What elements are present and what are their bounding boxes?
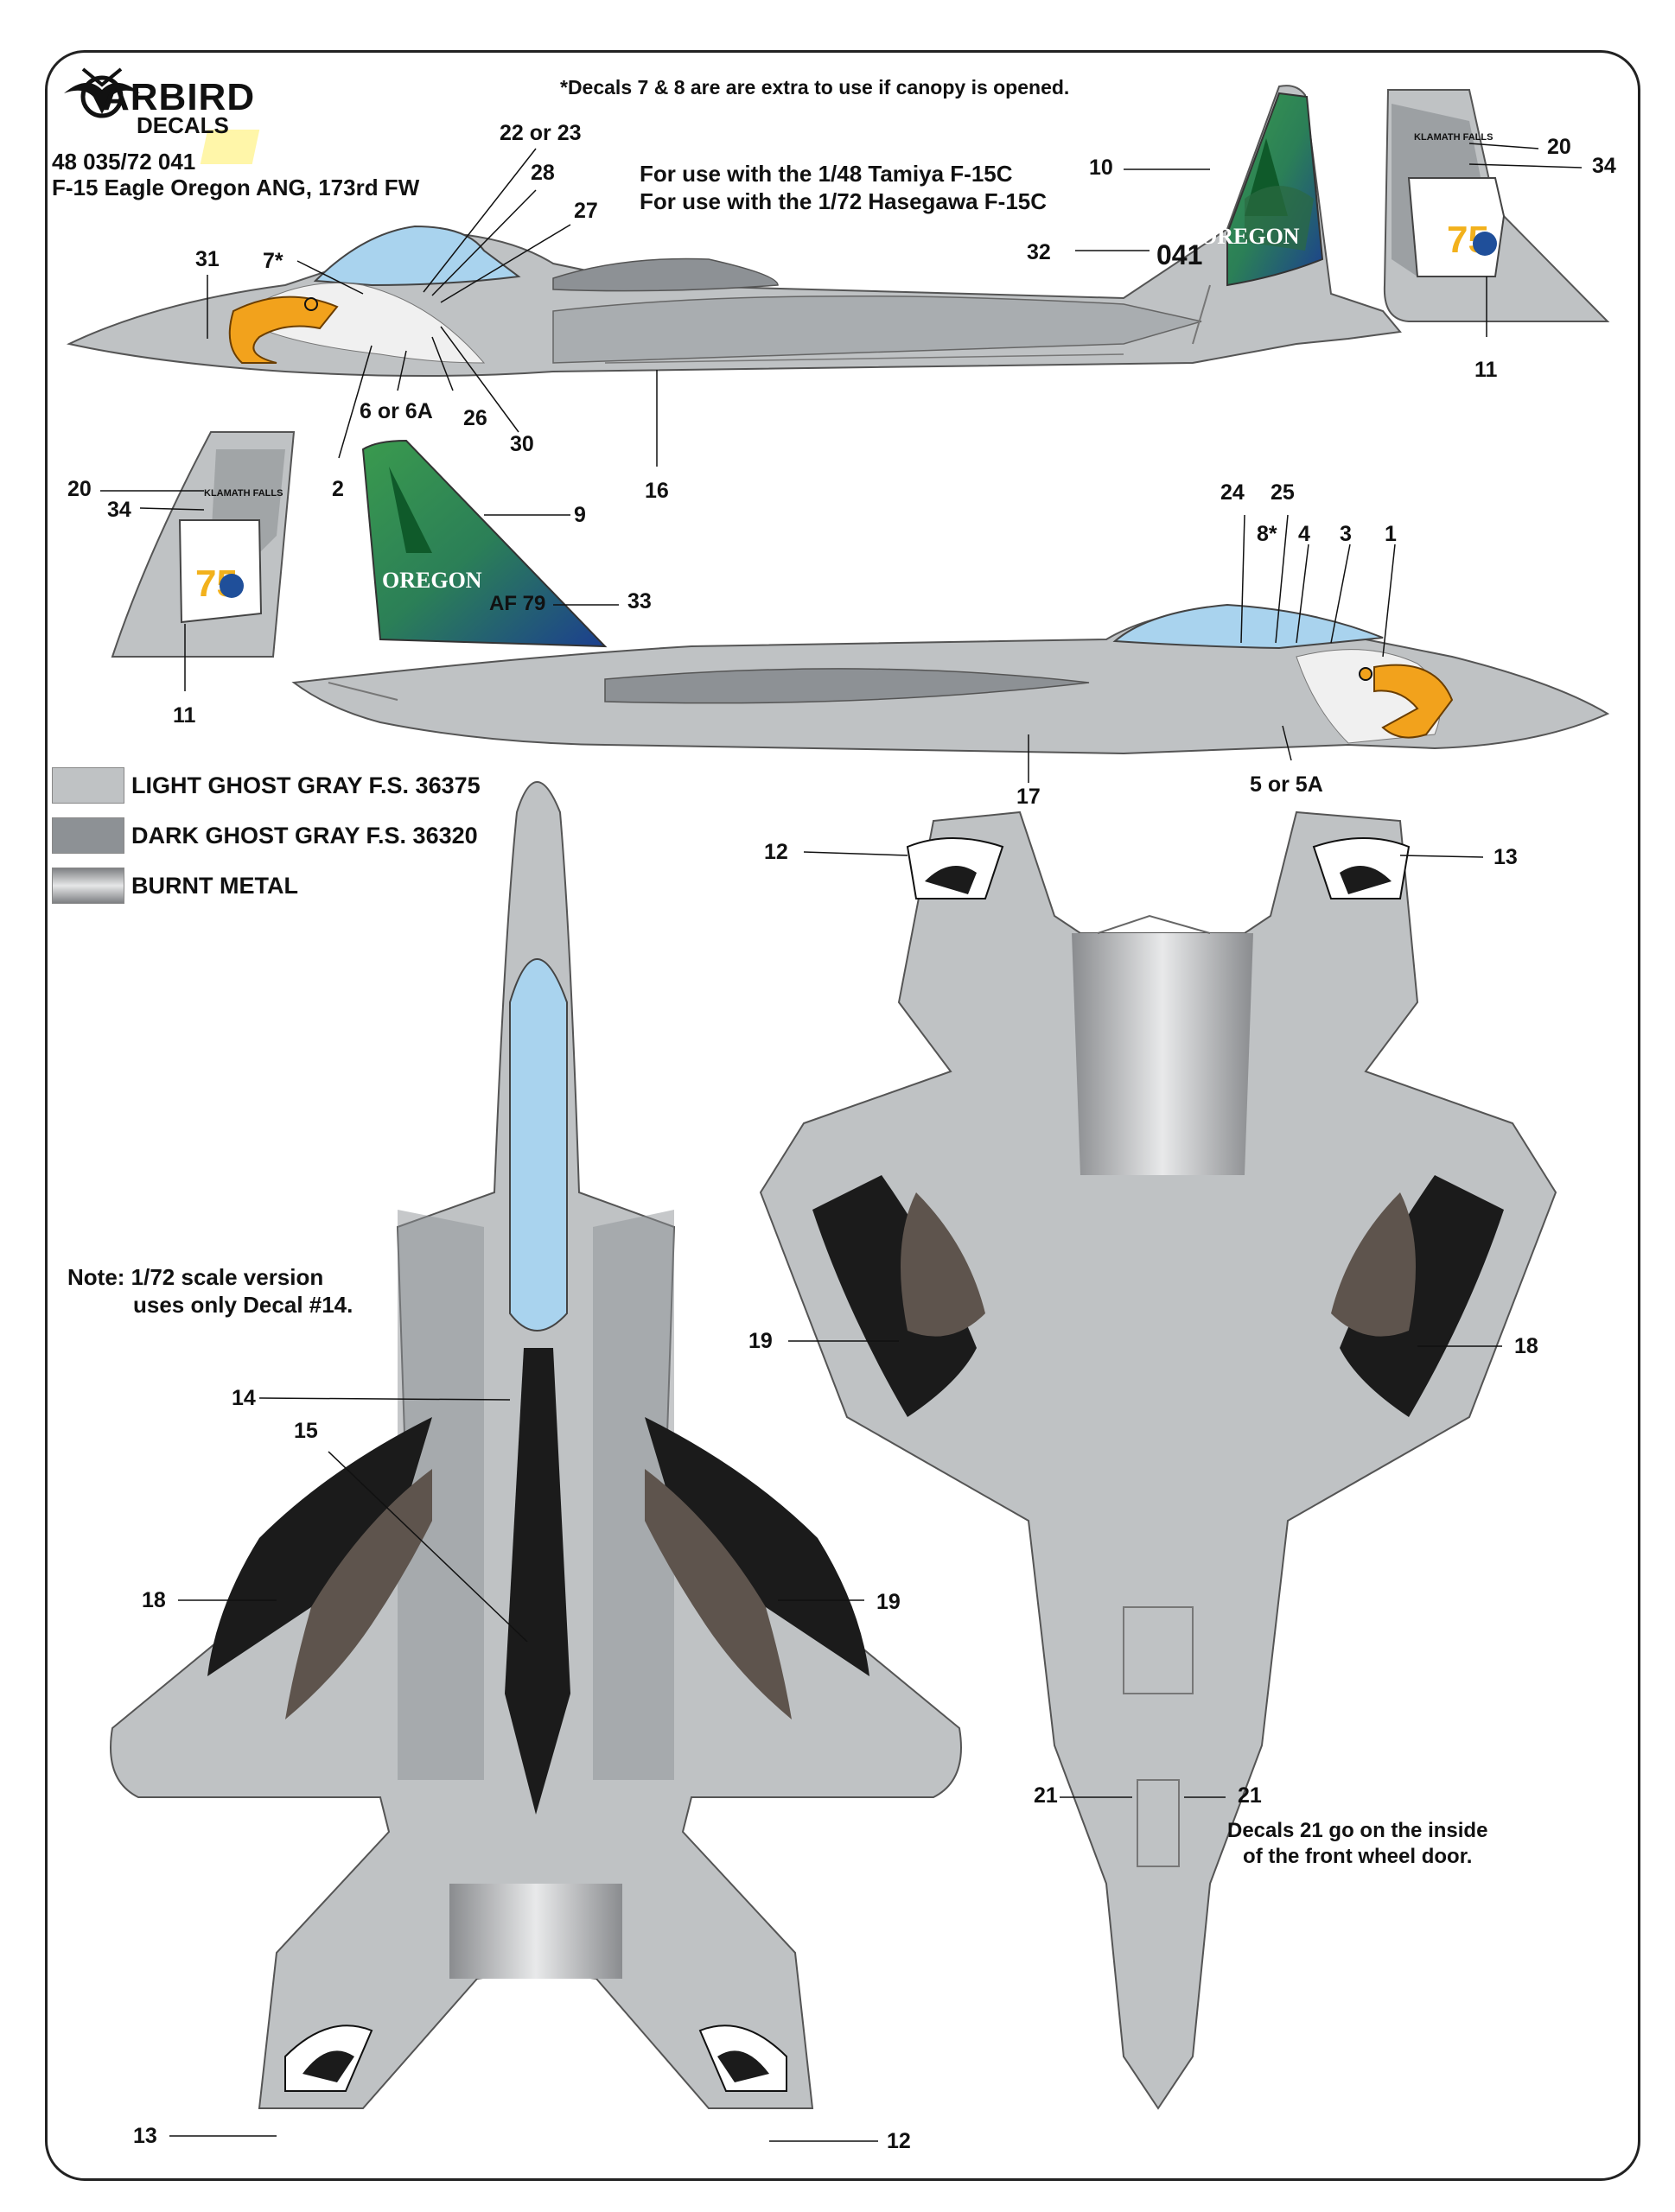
callout-20-left: 20 <box>67 477 92 501</box>
brand-sub: DECALS <box>137 112 229 138</box>
side-view-right-profile <box>291 439 1610 755</box>
use-note-48: For use with the 1/48 Tamiya F-15C <box>640 161 1013 187</box>
callout-24: 24 <box>1220 480 1245 505</box>
callout-22: 22 or 23 <box>500 121 582 145</box>
scale-note-line1: Note: 1/72 scale version <box>67 1264 324 1290</box>
leader-lines <box>100 143 1583 2142</box>
swatch-burnt-metal <box>52 868 124 904</box>
tail-serial-prefix-right: AF 79 <box>489 592 545 615</box>
callout-34-right: 34 <box>1592 154 1616 178</box>
callout-9: 9 <box>574 503 586 527</box>
callout-12-bottom: 12 <box>764 840 788 864</box>
callout-4: 4 <box>1298 522 1310 546</box>
wheel-note: Decals 21 go on the inside of the front … <box>1227 1818 1487 1870</box>
top-view-aircraft <box>110 781 962 2109</box>
callout-19-bottom: 19 <box>748 1329 773 1353</box>
callout-21-left: 21 <box>1034 1783 1058 1808</box>
wheel-note-line2: of the front wheel door. <box>1243 1845 1473 1868</box>
product-codes: 48 035/72 041 <box>52 149 196 175</box>
canopy-note: *Decals 7 & 8 are are extra to use if ca… <box>560 76 1070 99</box>
callout-27: 27 <box>574 199 598 223</box>
use-note-72: For use with the 1/72 Hasegawa F-15C <box>640 188 1048 214</box>
callout-31: 31 <box>195 247 220 271</box>
wheel-note-line1: Decals 21 go on the inside <box>1227 1819 1488 1842</box>
brand-word: ARBIRD <box>102 76 256 118</box>
callout-19-top: 19 <box>876 1590 901 1614</box>
callout-21-right: 21 <box>1238 1783 1262 1808</box>
callout-11-left: 11 <box>173 703 196 728</box>
tail-state-text: OREGON <box>1200 224 1300 249</box>
tail-state-text-right: OREGON <box>382 568 482 593</box>
fin-view-top-right: 75 <box>1383 89 1610 322</box>
callout-32: 32 <box>1027 240 1051 264</box>
legend-label-dark-gray: DARK GHOST GRAY F.S. 36320 <box>131 823 478 849</box>
bottom-view-aircraft <box>759 810 1557 2110</box>
callout-12-top: 12 <box>887 2129 911 2153</box>
scale-note: Note: 1/72 scale version uses only Decal… <box>67 1263 353 1319</box>
swatch-dark-gray <box>52 817 124 854</box>
callout-13-bottom: 13 <box>1493 845 1518 869</box>
legend-label-light-gray: LIGHT GHOST GRAY F.S. 36375 <box>131 772 481 798</box>
fin-view-left: 75 <box>111 431 296 658</box>
callout-16: 16 <box>645 479 669 503</box>
callout-26: 26 <box>463 406 487 430</box>
callout-28: 28 <box>531 161 555 185</box>
callout-18-bottom: 18 <box>1514 1334 1538 1358</box>
tail-serial-text: 041 <box>1156 239 1202 270</box>
callout-30: 30 <box>510 432 534 456</box>
callout-13-top: 13 <box>133 2124 157 2148</box>
sheet-title: F-15 Eagle Oregon ANG, 173rd FW <box>52 175 420 200</box>
callout-3: 3 <box>1340 522 1352 546</box>
swatch-light-gray <box>52 767 124 804</box>
callout-25: 25 <box>1271 480 1295 505</box>
callout-33: 33 <box>627 589 652 613</box>
callout-6: 6 or 6A <box>360 399 433 423</box>
callout-34-left: 34 <box>107 498 131 522</box>
callout-15: 15 <box>294 1419 318 1443</box>
callout-11-right: 11 <box>1474 358 1498 382</box>
fin-city-text-left: KLAMATH FALLS <box>204 488 283 499</box>
scale-note-line2: uses only Decal #14. <box>133 1292 353 1318</box>
callout-14: 14 <box>232 1386 256 1410</box>
callout-20-right: 20 <box>1547 135 1571 159</box>
callout-18-top: 18 <box>142 1588 166 1612</box>
side-view-left-profile <box>66 85 1402 377</box>
callout-5: 5 or 5A <box>1250 772 1323 797</box>
callout-1: 1 <box>1385 522 1397 546</box>
callout-10: 10 <box>1089 156 1113 180</box>
legend-label-burnt-metal: BURNT METAL <box>131 873 298 899</box>
callout-17: 17 <box>1016 785 1041 809</box>
callout-2: 2 <box>332 477 344 501</box>
callout-8: 8* <box>1257 522 1277 546</box>
fin-city-text-right: KLAMATH FALLS <box>1414 132 1493 143</box>
callout-7: 7* <box>263 249 283 273</box>
